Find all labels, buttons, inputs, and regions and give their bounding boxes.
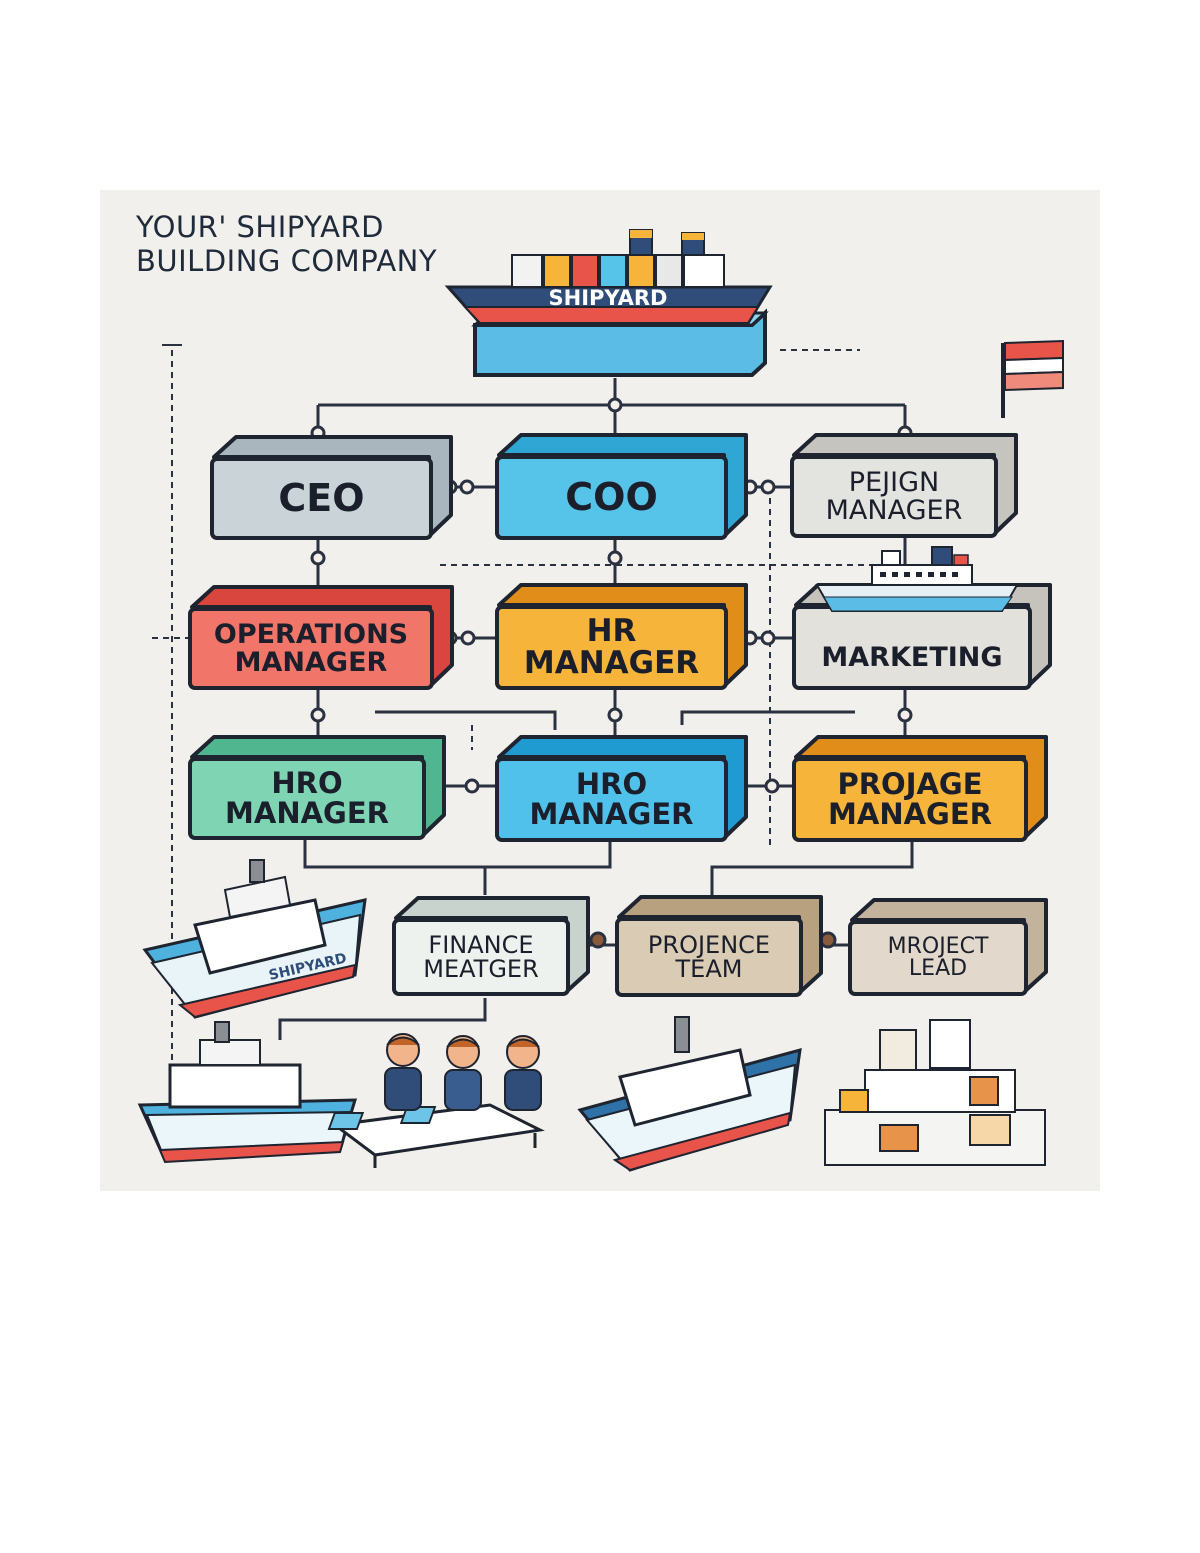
hr-manager-line2: MANAGER (523, 644, 700, 681)
project-lead-line1: MROJECT (887, 933, 989, 959)
flag-icon (1001, 339, 1064, 418)
hro-manager-2-line1: HRO (575, 766, 648, 801)
projage-manager-line2: MANAGER (828, 796, 992, 831)
projage-manager-line1: PROJAGE (837, 766, 983, 801)
marketing-label: MARKETING (821, 641, 1003, 673)
coo-box: COO (495, 433, 750, 540)
operations-manager-line2: MANAGER (234, 646, 388, 678)
design-manager-line2: MANAGER (825, 494, 963, 526)
ship-icon (137, 1021, 358, 1164)
operations-manager-line1: OPERATIONS (213, 618, 409, 650)
title-line-1: YOUR' SHIPYARD (136, 210, 384, 244)
hr-manager-line1: HR (586, 612, 637, 649)
project-lead-line2: LEAD (908, 956, 968, 981)
finance-manager-line1: FINANCE (428, 930, 534, 959)
title-line-2: BUILDING COMPANY (136, 244, 438, 278)
project-team-line2: TEAM (675, 955, 743, 983)
finance-manager-line2: MEATGER (423, 955, 539, 983)
hro-manager-2-line2: MANAGER (529, 796, 694, 831)
team-icon (327, 1033, 545, 1168)
org-chart-panel: YOUR' SHIPYARD BUILDING COMPANY (100, 190, 1100, 1191)
project-team-line1: PROJENCE (647, 930, 771, 959)
coo-label: COO (565, 475, 658, 520)
design-manager-line1: PEJIGN (848, 466, 940, 498)
company-title: YOUR' SHIPYARD BUILDING COMPANY (136, 210, 437, 278)
ceo-box: CEO (210, 435, 455, 540)
ship-label: SHIPYARD (549, 286, 668, 310)
hro-manager-1-line2: MANAGER (225, 795, 389, 830)
hro-manager-1-line1: HRO (271, 765, 343, 800)
shipyard-ship-icon: SHIPYARD (444, 229, 773, 377)
ceo-label: CEO (278, 476, 365, 521)
ship-icon (815, 546, 1019, 612)
ship-icon (577, 1016, 802, 1172)
ship-icon: SHIPYARD (142, 859, 367, 1019)
cargo-icon (824, 1019, 1046, 1166)
